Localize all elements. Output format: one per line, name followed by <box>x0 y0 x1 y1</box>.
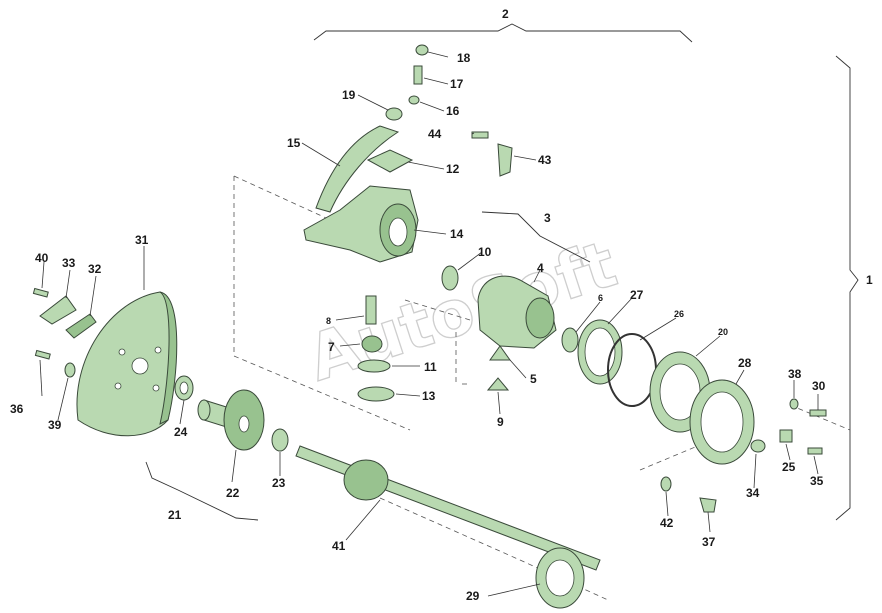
part-bolt-40 <box>32 287 49 298</box>
part-cone-5 <box>489 345 511 361</box>
part-shim-12 <box>366 149 414 173</box>
leader-lines <box>39 51 819 597</box>
part-label-20: 20 <box>718 327 728 337</box>
part-nut-34 <box>750 439 766 453</box>
part-cone-9 <box>486 377 510 391</box>
part-label-29: 29 <box>466 589 480 603</box>
part-label-35: 35 <box>810 474 824 488</box>
part-label-14: 14 <box>450 227 464 241</box>
part-label-36: 36 <box>10 402 24 416</box>
part-label-41: 41 <box>332 539 346 553</box>
part-nut-19 <box>385 107 403 121</box>
part-label-42: 42 <box>660 516 674 530</box>
part-stud-16 <box>408 95 420 105</box>
part-housing-4 <box>477 275 557 349</box>
part-bolt-30 <box>809 409 827 417</box>
part-seal-6 <box>561 327 579 353</box>
part-bushing-7 <box>361 335 383 353</box>
part-label-6: 6 <box>598 293 603 303</box>
part-label-9: 9 <box>497 415 504 429</box>
watermark: AutoSoft <box>300 228 625 397</box>
part-label-18: 18 <box>457 51 471 65</box>
part-label-10: 10 <box>478 245 492 259</box>
part-bearing-24 <box>174 375 194 401</box>
part-label-5: 5 <box>530 372 537 386</box>
group-label-2: 2 <box>502 7 509 21</box>
part-label-39: 39 <box>48 418 62 432</box>
part-label-37: 37 <box>702 535 716 549</box>
part-bolt-36 <box>34 349 51 360</box>
part-nut-25 <box>779 429 793 443</box>
part-knuckle-14 <box>303 185 419 263</box>
part-label-8: 8 <box>326 316 331 326</box>
part-label-34: 34 <box>746 486 760 500</box>
group-label-21: 21 <box>168 508 182 522</box>
part-label-40: 40 <box>35 251 49 265</box>
part-label-38: 38 <box>788 367 802 381</box>
part-washer-13 <box>357 386 395 402</box>
part-label-44: 44 <box>428 127 442 141</box>
part-clip-32 <box>65 313 97 339</box>
group-label-1: 1 <box>866 273 873 287</box>
group-bracket-2 <box>313 23 693 43</box>
part-label-13: 13 <box>422 389 436 403</box>
part-axle-shaft-41 <box>295 445 601 571</box>
part-pin-8 <box>365 295 377 325</box>
part-label-24: 24 <box>174 425 188 439</box>
part-label-11: 11 <box>424 360 437 374</box>
part-label-7: 7 <box>328 340 335 354</box>
part-washer-42 <box>660 476 672 492</box>
part-stud-17 <box>413 65 423 85</box>
part-bracket-43 <box>497 143 513 177</box>
part-label-43: 43 <box>538 153 552 167</box>
group-label-3: 3 <box>544 211 551 225</box>
part-bolt-37 <box>699 497 717 513</box>
part-gasket-29 <box>535 547 585 609</box>
part-label-28: 28 <box>738 356 752 370</box>
part-clip-33 <box>39 295 77 325</box>
part-label-32: 32 <box>88 262 102 276</box>
part-label-4: 4 <box>537 261 544 275</box>
part-label-15: 15 <box>287 136 301 150</box>
part-label-30: 30 <box>812 379 826 393</box>
part-cap-18 <box>415 44 429 56</box>
part-label-25: 25 <box>782 460 796 474</box>
part-label-22: 22 <box>226 486 240 500</box>
part-label-19: 19 <box>342 88 356 102</box>
part-bearing-23 <box>271 428 289 452</box>
group-bracket-1 <box>835 55 859 521</box>
part-label-17: 17 <box>450 77 464 91</box>
part-backing-plate <box>76 291 178 437</box>
part-label-26: 26 <box>674 309 684 319</box>
part-label-16: 16 <box>446 104 460 118</box>
part-label-31: 31 <box>135 233 149 247</box>
part-label-33: 33 <box>62 256 76 270</box>
part-washer-38 <box>789 398 799 410</box>
part-seal-10 <box>441 265 459 291</box>
part-hub-22 <box>197 389 265 451</box>
part-plate-28 <box>689 379 755 465</box>
part-steering-arm-15 <box>315 125 400 213</box>
part-label-27: 27 <box>630 288 644 302</box>
part-bolt-35 <box>807 447 823 455</box>
part-label-23: 23 <box>272 476 286 490</box>
part-label-12: 12 <box>446 162 460 176</box>
part-washer-39 <box>64 362 76 378</box>
part-ring-27 <box>577 319 623 385</box>
group-bracket-21 <box>145 461 259 521</box>
part-bolt-44 <box>471 131 489 139</box>
group-bracket-3 <box>481 211 591 263</box>
part-washer-11 <box>357 359 391 373</box>
